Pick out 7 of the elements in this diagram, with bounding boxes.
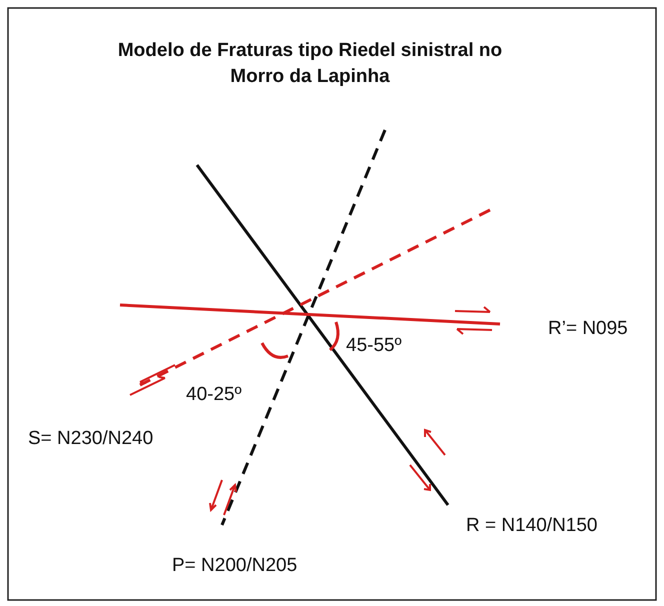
fracture-label: R’= N095: [548, 318, 628, 340]
fracture-label: P= N200/N205: [172, 555, 298, 577]
fracture-label: R = N140/N150: [466, 515, 598, 537]
fracture-label: S= N230/N240: [28, 428, 154, 450]
angle-label: 40-25º: [186, 384, 242, 406]
angle-label: 45-55º: [346, 335, 402, 357]
diagram-title: Modelo de Fraturas tipo Riedel sinistral no Morro da Lapinha: [116, 39, 504, 89]
